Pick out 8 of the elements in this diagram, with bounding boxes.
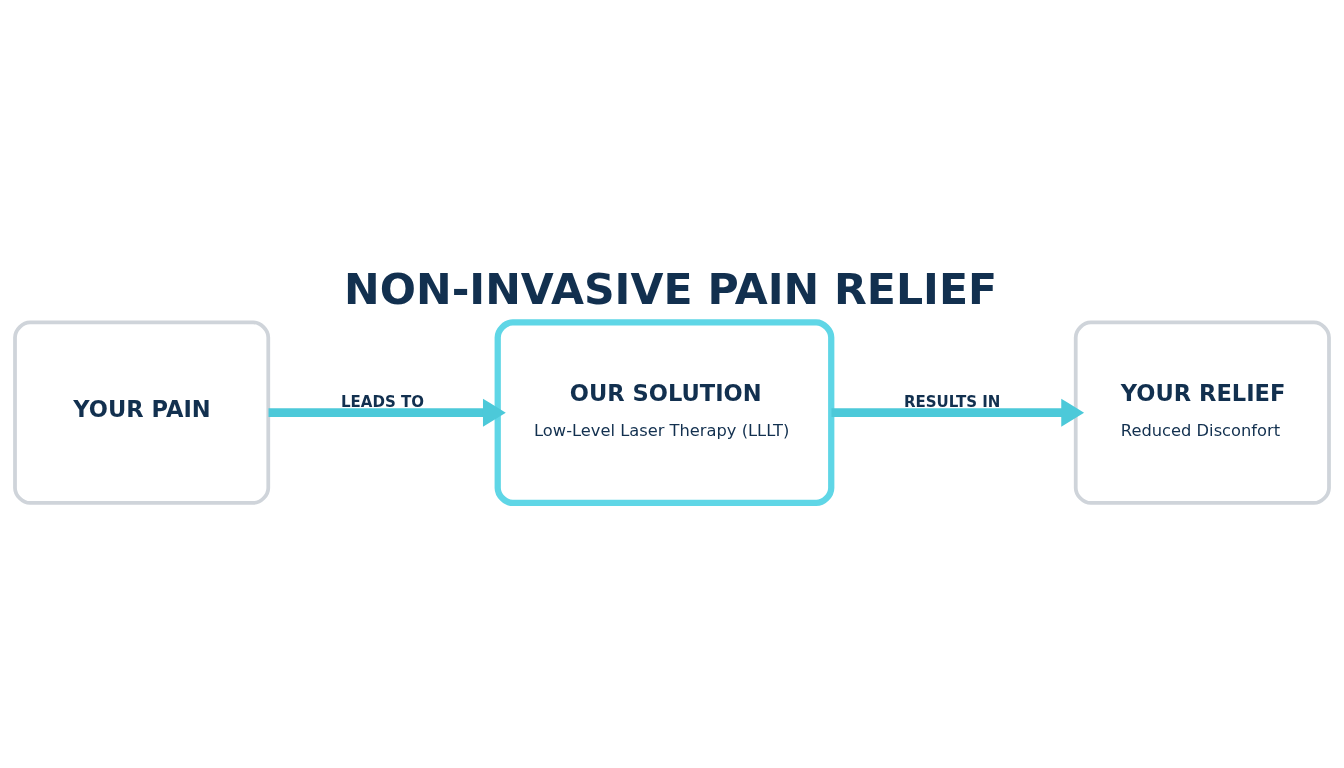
arrow [831,398,1085,427]
diagram-title: NON-INVASIVE PAIN RELIEF [344,263,998,314]
node-box: OUR SOLUTION Low-Level Laser Therapy (LLLT) [494,318,835,506]
arrow [268,398,506,427]
node-box: YOUR PAIN [13,320,271,505]
edge-label: RESULTS IN [903,392,1001,411]
node-box: YOUR RELIEF Reduced Disconfort [1073,320,1331,505]
edge-label: LEADS TO [340,392,425,411]
